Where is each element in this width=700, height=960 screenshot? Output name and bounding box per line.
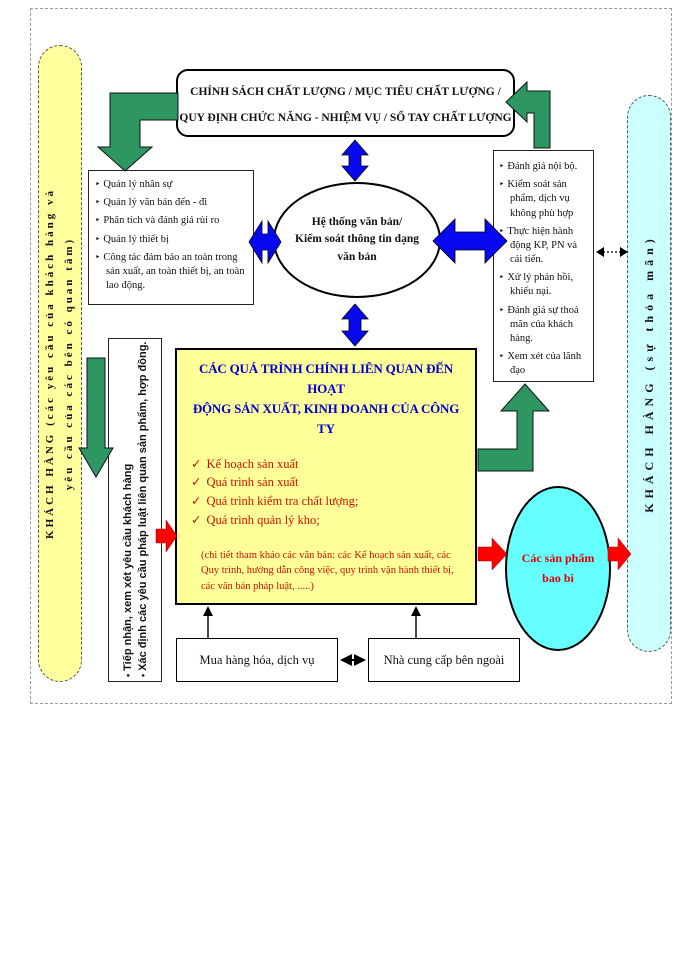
intake-label: • Tiếp nhận, xem xét yêu cầu khách hàng •… bbox=[109, 339, 161, 681]
customer-left-line1: KHÁCH HÀNG (các yêu cầu của khách hàng v… bbox=[44, 188, 56, 539]
customer-right-label: KHÁCH HÀNG (sự thỏa mãn) bbox=[628, 96, 670, 651]
list-item-text: Kiểm soát sản phẩm, dịch vụ không phù hợ… bbox=[507, 179, 574, 219]
checkmark-icon: ✓ bbox=[191, 475, 202, 490]
customer-left-label: KHÁCH HÀNG (các yêu cầu của khách hàng v… bbox=[39, 46, 81, 681]
diagram-outer-border bbox=[30, 8, 672, 704]
main-box-check-list: ✓ Kế hoạch sản xuất ✓ Quá trình sản xuất ✓… bbox=[185, 455, 467, 530]
main-title-line1: CÁC QUÁ TRÌNH CHÍNH LIÊN QUAN ĐẾN HOẠT bbox=[199, 361, 453, 397]
list-item: ‣Xem xét của lãnh đạo bbox=[499, 350, 590, 378]
list-item: ‣Phân tích và đánh giá rủi ro bbox=[95, 214, 251, 228]
list-item-text: Quản lý thiết bị bbox=[103, 233, 169, 245]
bullet-icon: ‣ bbox=[95, 233, 101, 244]
quality-policy-box: CHÍNH SÁCH CHẤT LƯỢNG / MỤC TIÊU CHẤT LƯ… bbox=[176, 69, 515, 137]
bullet-icon: • bbox=[138, 673, 148, 677]
product-line1: Các sản phẩm bbox=[521, 551, 595, 566]
bullet-icon: ‣ bbox=[95, 251, 101, 262]
bullet-icon: ‣ bbox=[499, 351, 505, 362]
bullet-icon: ‣ bbox=[95, 215, 101, 226]
bullet-icon: ‣ bbox=[499, 304, 505, 315]
check-item-text: Quá trình kiểm tra chất lượng; bbox=[206, 494, 359, 509]
list-item: ‣Quản lý văn bản đến - đi bbox=[95, 196, 251, 210]
customer-right-line1: KHÁCH HÀNG (sự thỏa mãn) bbox=[641, 234, 656, 513]
list-item: ‣Kiểm soát sản phẩm, dịch vụ không phù h… bbox=[499, 178, 590, 221]
support-list: ‣Quản lý nhân sự ‣Quản lý văn bản đến - … bbox=[95, 178, 251, 293]
list-item: ‣Công tác đảm bảo an toàn trong sản xuất… bbox=[95, 251, 251, 294]
bullet-icon: • bbox=[122, 673, 133, 677]
bullet-icon: ‣ bbox=[95, 179, 101, 189]
list-item-text: Xử lý phản hồi, khiếu nại. bbox=[507, 272, 574, 298]
list-item-text: Xác định các yêu cầu pháp luật liên quan… bbox=[137, 341, 149, 671]
check-item-text: Kế hoạch sản xuất bbox=[206, 456, 299, 471]
supplier-box-label: Nhà cung cấp bên ngoài bbox=[383, 652, 505, 667]
supplier-box: Nhà cung cấp bên ngoài bbox=[368, 638, 520, 682]
list-item-text: Đánh giá nội bộ. bbox=[507, 161, 578, 172]
policy-line2: QUY ĐỊNH CHỨC NĂNG - NHIỆM VỤ / SỔ TAY C… bbox=[179, 112, 512, 124]
list-item: ‣Quản lý thiết bị bbox=[95, 233, 251, 247]
check-item: ✓ Quá trình kiểm tra chất lượng; bbox=[191, 492, 467, 511]
list-item-text: Công tác đảm bảo an toàn trong sản xuất,… bbox=[103, 251, 245, 292]
bullet-icon: ‣ bbox=[499, 179, 505, 190]
list-item-text: Tiếp nhận, xem xét yêu cầu khách hàng bbox=[121, 463, 134, 671]
check-item-text: Quá trình sản xuất bbox=[206, 475, 299, 490]
evaluation-list: ‣Đánh giá nội bộ. ‣Kiểm soát sản phẩm, d… bbox=[499, 160, 590, 378]
customer-left-capsule: KHÁCH HÀNG (các yêu cầu của khách hàng v… bbox=[38, 45, 82, 682]
ellipse-line2: Kiểm soát thông tin dạng bbox=[295, 233, 419, 246]
list-item: ‣Xử lý phản hồi, khiếu nại. bbox=[499, 271, 590, 299]
product-line2: bao bì bbox=[542, 570, 574, 585]
check-item: ✓ Quá trình sản xuất bbox=[191, 473, 467, 492]
bullet-icon: ‣ bbox=[499, 225, 505, 236]
check-item-text: Quá trình quản lý kho; bbox=[206, 512, 320, 527]
product-ellipse: Các sản phẩm bao bì bbox=[505, 486, 611, 651]
list-item-text: Quản lý văn bản đến - đi bbox=[103, 197, 208, 209]
list-item-text: Thực hiện hành động KP, PN và cải tiến. bbox=[507, 225, 578, 266]
list-item: ‣Đánh giá sự thoả mãn của khách hàng. bbox=[499, 304, 590, 347]
bullet-icon: ‣ bbox=[499, 272, 505, 283]
main-box-title: CÁC QUÁ TRÌNH CHÍNH LIÊN QUAN ĐẾN HOẠT Đ… bbox=[185, 359, 467, 440]
list-item-text: Đánh giá sự thoả mãn của khách hàng. bbox=[507, 304, 579, 344]
list-item-text: Phân tích và đánh giá rủi ro bbox=[103, 215, 220, 227]
list-item: • Xác định các yêu cầu pháp luật liên qua… bbox=[136, 339, 151, 677]
main-process-box: CÁC QUÁ TRÌNH CHÍNH LIÊN QUAN ĐẾN HOẠT Đ… bbox=[175, 348, 477, 605]
list-item-text: Xem xét của lãnh đạo bbox=[507, 351, 582, 377]
check-item: ✓ Kế hoạch sản xuất bbox=[191, 455, 467, 474]
intake-list: • Tiếp nhận, xem xét yêu cầu khách hàng •… bbox=[121, 339, 152, 677]
purchase-box-label: Mua hàng hóa, dịch vụ bbox=[199, 652, 315, 667]
checkmark-icon: ✓ bbox=[191, 494, 202, 509]
evaluation-processes-box: ‣Đánh giá nội bộ. ‣Kiểm soát sản phẩm, d… bbox=[493, 150, 594, 382]
customer-left-line2: yêu cầu của các bên có quan tâm) bbox=[63, 236, 75, 491]
support-processes-box: ‣Quản lý nhân sự ‣Quản lý văn bản đến - … bbox=[88, 170, 254, 305]
checkmark-icon: ✓ bbox=[191, 512, 202, 527]
customer-right-capsule: KHÁCH HÀNG (sự thỏa mãn) bbox=[627, 95, 671, 652]
bullet-icon: ‣ bbox=[499, 161, 505, 171]
check-item: ✓ Quá trình quản lý kho; bbox=[191, 511, 467, 530]
main-box-note: (chi tiết tham khảo các văn bản: các Kế … bbox=[201, 549, 454, 593]
list-item-text: Quản lý nhân sự bbox=[103, 179, 173, 190]
purchase-box: Mua hàng hóa, dịch vụ bbox=[176, 638, 338, 682]
list-item: ‣Thực hiện hành động KP, PN và cải tiến. bbox=[499, 225, 590, 268]
checkmark-icon: ✓ bbox=[191, 456, 202, 471]
ellipse-line1: Hệ thống văn bản/ bbox=[311, 216, 403, 229]
main-title-line2: ĐỘNG SẢN XUẤT, KINH DOANH CỦA CÔNG TY bbox=[192, 401, 460, 437]
list-item: • Tiếp nhận, xem xét yêu cầu khách hàng bbox=[121, 339, 136, 677]
list-item: ‣Quản lý nhân sự bbox=[95, 178, 251, 192]
intake-requirements-box: • Tiếp nhận, xem xét yêu cầu khách hàng •… bbox=[108, 338, 162, 682]
list-item: ‣Đánh giá nội bộ. bbox=[499, 160, 590, 174]
bullet-icon: ‣ bbox=[95, 197, 101, 208]
policy-line1: CHÍNH SÁCH CHẤT LƯỢNG / MỤC TIÊU CHẤT LƯ… bbox=[190, 86, 501, 98]
document-system-ellipse: Hệ thống văn bản/ Kiểm soát thông tin dạ… bbox=[273, 182, 441, 298]
ellipse-line3: văn bản bbox=[337, 250, 377, 263]
